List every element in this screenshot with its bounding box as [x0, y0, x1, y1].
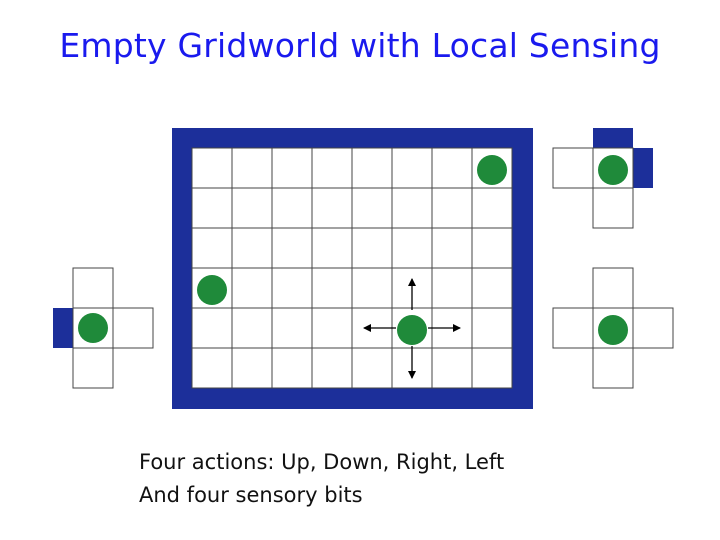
grid-cell [191, 307, 233, 349]
sensor-cell-down [592, 187, 634, 229]
grid-cell [431, 227, 473, 269]
grid-cell [271, 347, 313, 389]
sensor-cross-left [53, 267, 154, 389]
caption-line-sensors: And four sensory bits [139, 483, 363, 507]
grid-cell [311, 307, 353, 349]
agent-dot [477, 155, 507, 185]
grid-cell [231, 267, 273, 309]
grid-cell [431, 267, 473, 309]
grid-cell [271, 307, 313, 349]
sensor-agent [598, 315, 628, 345]
grid-cell [471, 187, 513, 229]
agent-dot [397, 315, 427, 345]
grid-cell [271, 147, 313, 189]
page-title: Empty Gridworld with Local Sensing [59, 26, 661, 65]
grid-cell [351, 187, 393, 229]
grid-cell [311, 267, 353, 309]
grid-cell [271, 227, 313, 269]
grid-cell [391, 147, 433, 189]
grid-cell [231, 227, 273, 269]
grid-cell [391, 187, 433, 229]
grid-cell [471, 267, 513, 309]
sensor-agent [78, 313, 108, 343]
sensor-wall-left [53, 308, 73, 348]
grid-cell [271, 187, 313, 229]
grid-cell [231, 347, 273, 389]
grid-cell [311, 187, 353, 229]
grid-cell [471, 227, 513, 269]
sensor-wall-up [593, 128, 633, 148]
sensor-cell-right [632, 307, 674, 349]
grid-cell [351, 147, 393, 189]
sensor-cell-right [112, 307, 154, 349]
sensor-cell-down [72, 347, 114, 389]
action-arrows [363, 278, 461, 379]
grid-cell [471, 307, 513, 349]
grid-cell [311, 347, 353, 389]
grid-cells [191, 147, 513, 389]
sensor-cell-up [592, 267, 634, 309]
grid-cell [351, 347, 393, 389]
grid-cell [271, 267, 313, 309]
grid-cell [231, 187, 273, 229]
grid-cell [311, 147, 353, 189]
grid-cell [431, 347, 473, 389]
grid-agents [197, 155, 507, 345]
grid-cell [231, 307, 273, 349]
caption: Four actions: Up, Down, Right, Left And … [139, 446, 504, 512]
sensor-wall-right [633, 148, 653, 188]
sensor-cross-bottom-right [552, 267, 674, 389]
sensor-cell-left [552, 307, 594, 349]
grid-cell [191, 347, 233, 389]
grid-cell [431, 187, 473, 229]
grid-cell [431, 147, 473, 189]
caption-line-actions: Four actions: Up, Down, Right, Left [139, 450, 505, 474]
sensor-agent [598, 155, 628, 185]
sensor-cross-top-right [552, 128, 653, 229]
grid-cell [191, 187, 233, 229]
sensor-cell-up [72, 267, 114, 309]
grid-cell [311, 227, 353, 269]
grid-cell [391, 227, 433, 269]
agent-dot [197, 275, 227, 305]
grid-cell [191, 227, 233, 269]
grid-cell [351, 227, 393, 269]
grid-cell [231, 147, 273, 189]
grid-cell [471, 347, 513, 389]
sensor-cell-left [552, 147, 594, 189]
grid-cell [191, 147, 233, 189]
sensor-cell-down [592, 347, 634, 389]
grid-cell [351, 267, 393, 309]
